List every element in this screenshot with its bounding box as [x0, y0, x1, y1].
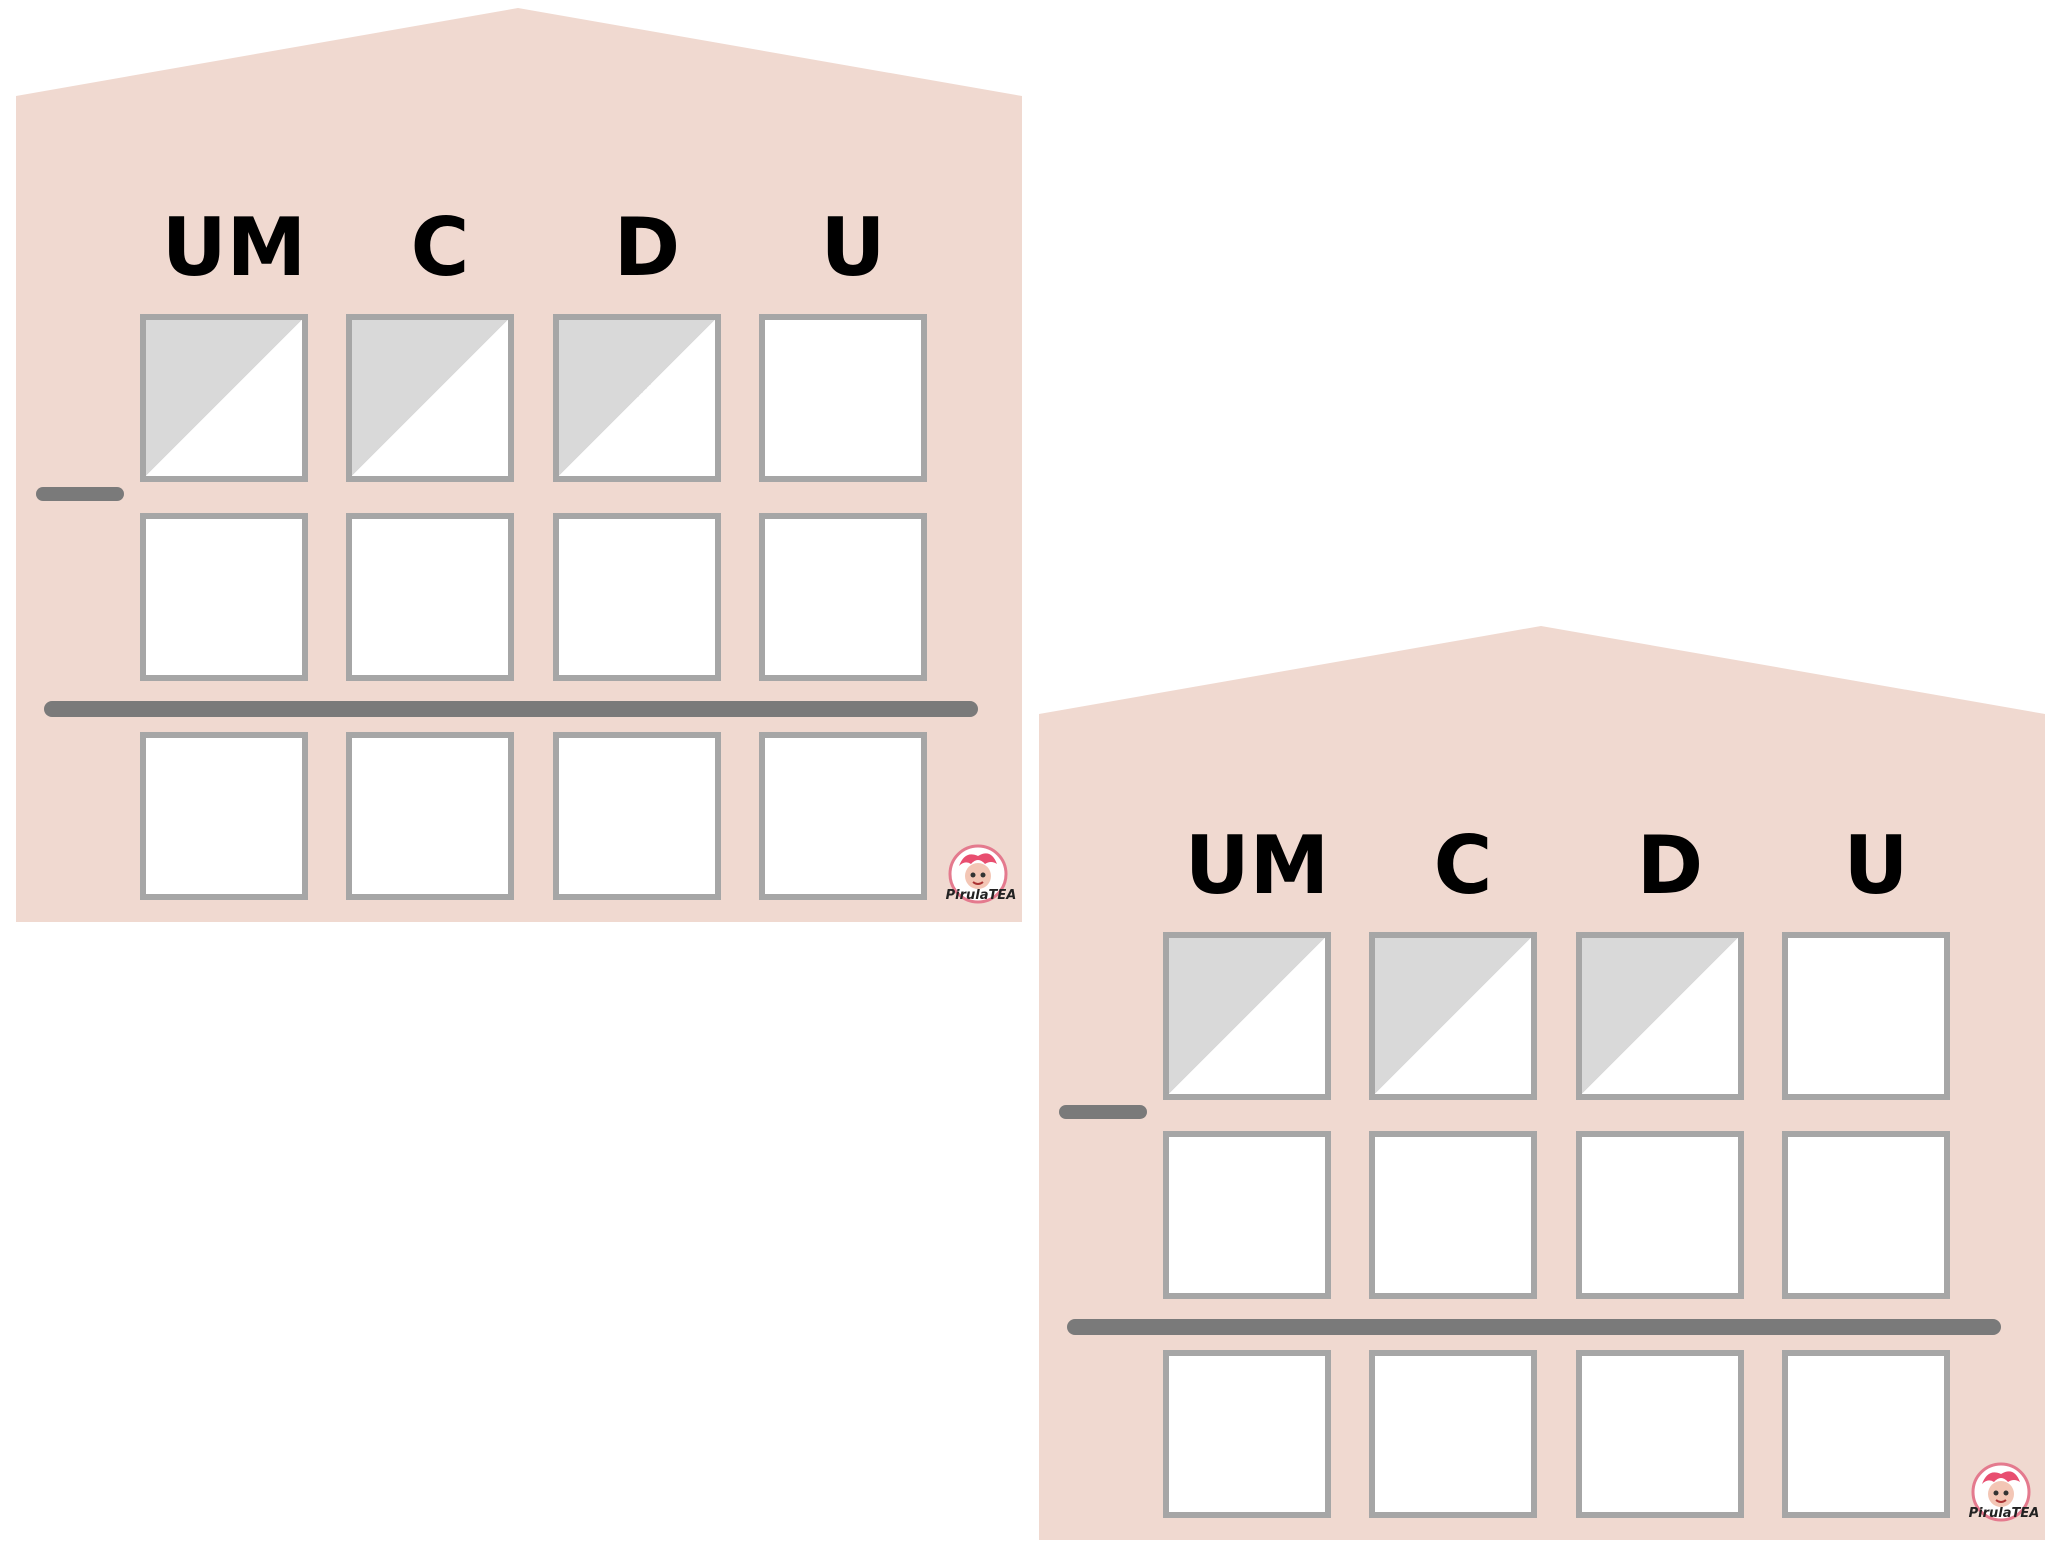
- mascot-icon: [948, 844, 1008, 904]
- result-box-um[interactable]: [140, 732, 308, 900]
- column-label-c: C: [410, 201, 470, 294]
- column-label-c: C: [1433, 819, 1493, 912]
- minus-sign-icon: [36, 487, 124, 501]
- result-box-um[interactable]: [1163, 1350, 1331, 1518]
- house-shape: [16, 8, 1022, 922]
- column-label-u: U: [820, 201, 886, 294]
- result-box-c[interactable]: [1369, 1350, 1537, 1518]
- subtrahend-box-um[interactable]: [140, 513, 308, 681]
- minuend-box-c[interactable]: [346, 314, 514, 482]
- result-box-d[interactable]: [1576, 1350, 1744, 1518]
- subtrahend-box-um[interactable]: [1163, 1131, 1331, 1299]
- house-shape: [1039, 626, 2045, 1540]
- minuend-box-u[interactable]: [1782, 932, 1950, 1100]
- result-line: [1067, 1319, 2001, 1335]
- result-box-u[interactable]: [1782, 1350, 1950, 1518]
- column-label-um: UM: [1184, 819, 1330, 912]
- minuend-box-d[interactable]: [1576, 932, 1744, 1100]
- subtraction-house-2: UM C D U PirulaTEA: [1039, 626, 2048, 1546]
- result-box-c[interactable]: [346, 732, 514, 900]
- subtrahend-box-d[interactable]: [553, 513, 721, 681]
- result-box-d[interactable]: [553, 732, 721, 900]
- column-label-u: U: [1843, 819, 1909, 912]
- column-label-d: D: [1636, 819, 1704, 912]
- column-label-d: D: [613, 201, 681, 294]
- minus-sign-icon: [1059, 1105, 1147, 1119]
- subtrahend-box-u[interactable]: [759, 513, 927, 681]
- minuend-box-um[interactable]: [1163, 932, 1331, 1100]
- subtrahend-box-c[interactable]: [346, 513, 514, 681]
- logo-text: PirulaTEA: [1968, 1506, 2040, 1521]
- subtrahend-box-c[interactable]: [1369, 1131, 1537, 1299]
- pirulatea-logo: PirulaTEA: [945, 844, 1016, 916]
- mascot-icon: [1971, 1462, 2031, 1522]
- minuend-box-c[interactable]: [1369, 932, 1537, 1100]
- subtraction-house-1: UM C D U PirulaTEA: [16, 8, 1040, 928]
- minuend-box-um[interactable]: [140, 314, 308, 482]
- subtrahend-box-u[interactable]: [1782, 1131, 1950, 1299]
- result-line: [44, 701, 978, 717]
- column-label-um: UM: [161, 201, 307, 294]
- minuend-box-d[interactable]: [553, 314, 721, 482]
- subtrahend-box-d[interactable]: [1576, 1131, 1744, 1299]
- result-box-u[interactable]: [759, 732, 927, 900]
- minuend-box-u[interactable]: [759, 314, 927, 482]
- pirulatea-logo: PirulaTEA: [1968, 1462, 2039, 1534]
- logo-text: PirulaTEA: [945, 888, 1017, 903]
